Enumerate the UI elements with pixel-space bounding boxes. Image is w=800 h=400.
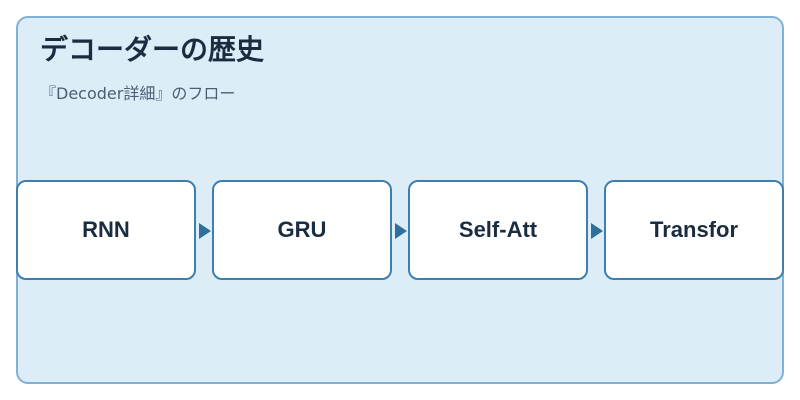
flow-node-gru: GRU — [212, 180, 392, 280]
flow-node-label: GRU — [277, 217, 327, 242]
flow-node-label: RNN — [82, 217, 130, 242]
arrow-right-icon — [395, 223, 407, 239]
flow-node-rnn: RNN — [16, 180, 196, 280]
diagram-subtitle: 『Decoder詳細』のフロー — [40, 84, 236, 103]
arrow-right-icon — [199, 223, 211, 239]
flow-node-label: Self-Att — [458, 217, 538, 242]
flow-row: RNN GRU Self-Att Transfor — [16, 180, 784, 280]
arrow-right-icon — [591, 223, 603, 239]
flow-node-self-att: Self-Att — [408, 180, 588, 280]
flow-node-transformer: Transfor — [604, 180, 784, 280]
flow-node-label: Transfor — [649, 217, 739, 242]
diagram-title: デコーダーの歴史 — [40, 33, 265, 66]
